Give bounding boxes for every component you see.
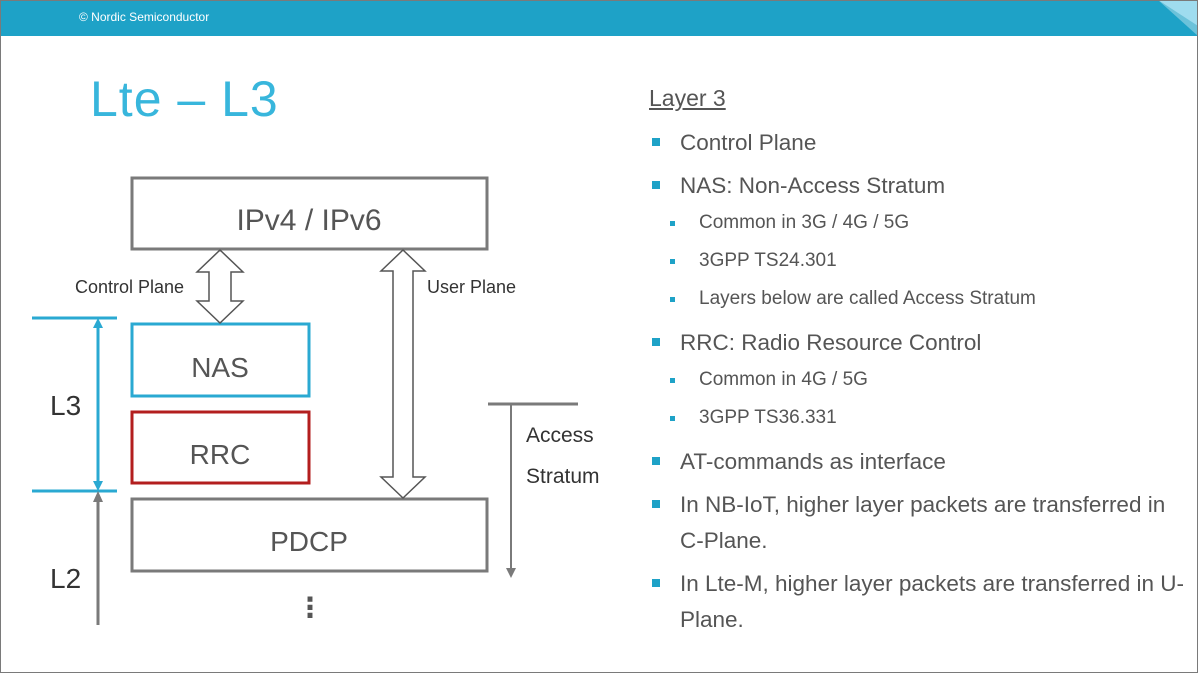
panel-heading: Layer 3 [649,85,726,111]
slide-title: Lte – L3 [90,71,279,127]
nas-box [130,322,311,398]
stratum-label: Stratum [526,465,600,488]
list-item: AT-commands as interface [649,444,1189,480]
bullet-icon [670,221,675,226]
list-item-text: Common in 3G / 4G / 5G [699,212,910,233]
bullet-icon [652,457,660,465]
corner-fold-icon [1158,0,1198,36]
protocol-stack-diagram: IPv4 / IPv6 NAS RRC PDCP Control Plane U… [32,176,600,625]
pdcp-label: PDCP [270,526,348,557]
list-item: 3GPP TS36.331 [649,399,1189,437]
l3-arrow-down-icon [93,481,103,491]
access-stratum-arrow-icon [506,568,516,578]
list-item: Common in 3G / 4G / 5G [649,204,1189,242]
list-item-text: AT-commands as interface [680,449,946,474]
bullet-icon [670,259,675,264]
l3-arrow-up-icon [93,318,103,328]
access-label: Access [526,424,594,447]
list-item: 3GPP TS24.301 [649,242,1189,280]
list-item-text: Control Plane [680,130,817,155]
list-item-text: In Lte-M, higher layer packets are trans… [680,571,1184,632]
bullet-icon [652,579,660,587]
list-item: Control Plane [649,125,1189,161]
l3-label: L3 [50,390,81,421]
user-plane-label: User Plane [427,277,516,297]
ipv-box [130,176,489,251]
control-plane-label: Control Plane [75,277,184,297]
l2-arrow-up-icon [93,491,103,502]
l2-label: L2 [50,563,81,594]
list-item: Common in 4G / 5G [649,361,1189,399]
list-item-text: RRC: Radio Resource Control [680,330,982,355]
bullet-icon [670,378,675,383]
list-item: In NB-IoT, higher layer packets are tran… [649,487,1189,559]
rrc-box [130,410,311,485]
list-item: NAS: Non-Access Stratum [649,168,1189,204]
list-item-text: Common in 4G / 5G [699,369,868,390]
bullet-icon [670,416,675,421]
copyright-text: © Nordic Semiconductor [79,10,210,24]
list-item-text: Layers below are called Access Stratum [699,288,1036,309]
list-item: Layers below are called Access Stratum [649,280,1189,318]
bullet-icon [670,297,675,302]
list-item-text: In NB-IoT, higher layer packets are tran… [680,492,1166,553]
bullet-icon [652,338,660,346]
list-item-text: 3GPP TS36.331 [699,407,837,428]
header-bar: © Nordic Semiconductor [0,0,1198,36]
ipv-label: IPv4 / IPv6 [236,204,381,237]
list-item: RRC: Radio Resource Control [649,325,1189,361]
pdcp-box [130,497,489,573]
control-plane-arrow [195,248,245,325]
list-item-text: 3GPP TS24.301 [699,250,837,271]
user-plane-arrow [379,248,427,500]
bullet-icon [652,138,660,146]
bullet-icon [652,500,660,508]
list-item: In Lte-M, higher layer packets are trans… [649,566,1189,638]
continuation-dots: ⋮ [296,592,324,623]
list-item-text: NAS: Non-Access Stratum [680,173,946,198]
bullet-icon [652,181,660,189]
nas-label: NAS [191,352,249,383]
rrc-label: RRC [190,439,251,470]
